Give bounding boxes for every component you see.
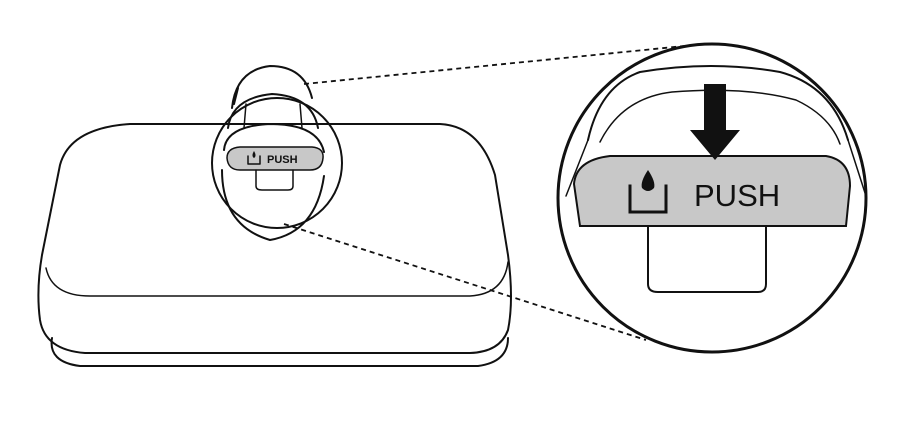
magnified-callout: PUSH	[556, 42, 868, 354]
small-callout-circle	[211, 97, 343, 229]
mop-base	[37, 123, 512, 367]
magnified-latch	[647, 225, 767, 293]
press-down-arrow-icon	[690, 84, 740, 160]
small-push-label: PUSH	[267, 154, 298, 166]
base-bottom-lip	[50, 337, 509, 367]
small-knob-collar	[223, 123, 325, 153]
magnified-knob-side-right	[847, 139, 867, 197]
leader-line-bottom	[283, 223, 647, 341]
small-drop-icon	[247, 151, 261, 165]
small-knob-ridge-left	[243, 103, 247, 129]
handle-neck	[221, 65, 325, 241]
magnified-knob-side-left	[565, 139, 589, 197]
base-seam	[45, 261, 509, 297]
small-latch	[255, 169, 294, 191]
magnified-drop-icon	[628, 170, 668, 214]
base-body	[37, 123, 512, 354]
neck-body	[221, 169, 325, 241]
leader-line-top	[303, 45, 685, 85]
small-knob-top	[227, 93, 319, 129]
small-knob-ridge-right	[299, 103, 303, 129]
magnified-knob-inner	[599, 89, 841, 145]
small-callout: PUSH	[211, 93, 343, 229]
magnified-push-label: PUSH	[694, 178, 780, 213]
neck-left	[233, 87, 239, 105]
magnified-knob-outer	[587, 65, 849, 141]
magnified-push-button	[572, 155, 852, 227]
